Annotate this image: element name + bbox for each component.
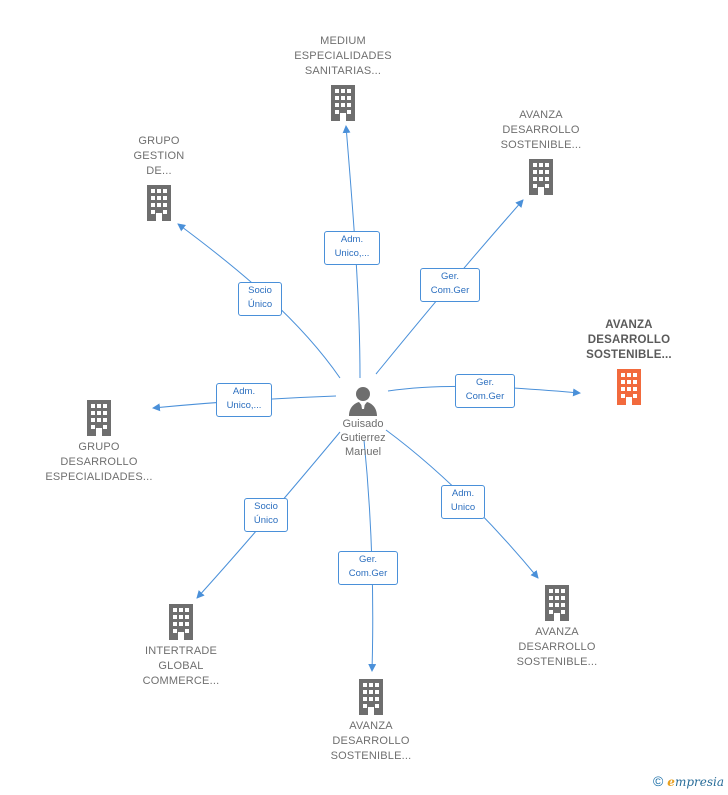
company-node-avanza-main[interactable]: AVANZA DESARROLLO SOSTENIBLE... — [564, 318, 694, 405]
edge-label-avanza-bottom-right[interactable]: Adm. Unico — [441, 485, 485, 519]
company-label: MEDIUM ESPECIALIDADES SANITARIAS... — [278, 34, 408, 79]
edge-label-intertrade[interactable]: Socio Único — [244, 498, 288, 532]
empresia-logo: empresia — [667, 775, 724, 789]
edge-label-line: Unico — [450, 502, 476, 513]
brand-rest: mpresia — [674, 775, 724, 789]
copyright-icon: © — [652, 773, 664, 789]
company-label-line: MEDIUM — [320, 35, 366, 47]
company-label-line: GESTION — [133, 150, 185, 162]
edge-label-avanza-top[interactable]: Ger. Com.Ger — [420, 268, 480, 302]
company-label-line: AVANZA — [605, 319, 653, 331]
company-label: AVANZA DESARROLLO SOSTENIBLE... — [564, 318, 694, 363]
edge-label-line: Ger. — [476, 377, 494, 388]
edge-label-avanza-bottom[interactable]: Ger. Com.Ger — [338, 551, 398, 585]
company-label-line: DESARROLLO — [518, 641, 596, 653]
building-icon — [87, 400, 111, 436]
person-node-center[interactable]: Guisado Gutierrez Manuel — [313, 385, 413, 459]
edge-label-line: Unico,... — [226, 400, 262, 411]
company-label-line: AVANZA — [519, 109, 563, 121]
edge-label-line: Socio — [254, 501, 278, 512]
company-node-grupo-desarrollo[interactable]: GRUPO DESARROLLO ESPECIALIDADES... — [34, 400, 164, 485]
empresia-copyright[interactable]: ©empresia — [653, 773, 724, 789]
company-node-medium[interactable]: MEDIUM ESPECIALIDADES SANITARIAS... — [278, 34, 408, 121]
company-node-avanza-bottom-right[interactable]: AVANZA DESARROLLO SOSTENIBLE... — [492, 585, 622, 670]
brand-initial: e — [667, 775, 675, 789]
person-label: Guisado Gutierrez Manuel — [313, 417, 413, 459]
building-icon — [169, 604, 193, 640]
company-label-line: AVANZA — [349, 720, 393, 732]
building-icon — [331, 85, 355, 121]
company-label-line: GLOBAL — [158, 660, 204, 672]
edge-label-line: Adm. — [232, 386, 256, 397]
company-label: GRUPO DESARROLLO ESPECIALIDADES... — [34, 440, 164, 485]
company-node-grupo-gestion[interactable]: GRUPO GESTION DE... — [94, 134, 224, 221]
company-label-line: DESARROLLO — [60, 456, 138, 468]
company-label-line: ESPECIALIDADES — [294, 50, 392, 62]
company-node-avanza-bottom[interactable]: AVANZA DESARROLLO SOSTENIBLE... — [306, 679, 436, 764]
company-label-line: AVANZA — [535, 626, 579, 638]
company-label-line: DESARROLLO — [587, 334, 671, 346]
edge-label-line: Com.Ger — [348, 568, 388, 579]
company-label-line: ESPECIALIDADES... — [45, 471, 153, 483]
edge-label-line: Com.Ger — [465, 391, 505, 402]
building-icon — [359, 679, 383, 715]
company-label-line: DESARROLLO — [332, 735, 410, 747]
edge-label-line: Adm. — [451, 488, 475, 499]
company-label-line: SANITARIAS... — [304, 65, 382, 77]
company-label-line: SOSTENIBLE... — [586, 349, 672, 361]
company-label-line: GRUPO — [78, 441, 120, 453]
edge-label-line: Ger. — [441, 271, 459, 282]
building-icon — [147, 185, 171, 221]
company-label-line: GRUPO — [138, 135, 180, 147]
company-label-line: INTERTRADE — [144, 645, 218, 657]
person-label-line: Gutierrez — [340, 432, 386, 444]
edge-label-avanza-main[interactable]: Ger. Com.Ger — [455, 374, 515, 408]
company-label-line: DE... — [146, 165, 172, 177]
building-icon — [529, 159, 553, 195]
company-label: AVANZA DESARROLLO SOSTENIBLE... — [476, 108, 606, 153]
edge-label-line: Adm. — [340, 234, 364, 245]
company-label-line: COMMERCE... — [142, 675, 220, 687]
edge-label-line: Unico,... — [334, 248, 370, 259]
person-label-line: Manuel — [344, 446, 382, 458]
edge-label-line: Único — [253, 515, 279, 526]
company-label: GRUPO GESTION DE... — [94, 134, 224, 179]
company-label: AVANZA DESARROLLO SOSTENIBLE... — [492, 625, 622, 670]
edge-label-medium[interactable]: Adm. Unico,... — [324, 231, 380, 265]
company-node-avanza-top[interactable]: AVANZA DESARROLLO SOSTENIBLE... — [476, 108, 606, 195]
edge-label-line: Único — [247, 299, 273, 310]
person-label-line: Guisado — [342, 418, 384, 430]
company-label-line: SOSTENIBLE... — [500, 139, 582, 151]
person-icon — [349, 387, 377, 416]
company-node-intertrade[interactable]: INTERTRADE GLOBAL COMMERCE... — [116, 604, 246, 689]
company-label: AVANZA DESARROLLO SOSTENIBLE... — [306, 719, 436, 764]
company-label-line: SOSTENIBLE... — [516, 656, 598, 668]
company-label-line: DESARROLLO — [502, 124, 580, 136]
edge-label-grupo-gestion[interactable]: Socio Único — [238, 282, 282, 316]
edge-label-line: Ger. — [359, 554, 377, 565]
building-icon — [617, 369, 641, 405]
company-label-line: SOSTENIBLE... — [330, 750, 412, 762]
edge-label-line: Socio — [248, 285, 272, 296]
edge-label-line: Com.Ger — [430, 285, 470, 296]
company-label: INTERTRADE GLOBAL COMMERCE... — [116, 644, 246, 689]
building-icon — [545, 585, 569, 621]
edge-label-grupo-desarrollo[interactable]: Adm. Unico,... — [216, 383, 272, 417]
